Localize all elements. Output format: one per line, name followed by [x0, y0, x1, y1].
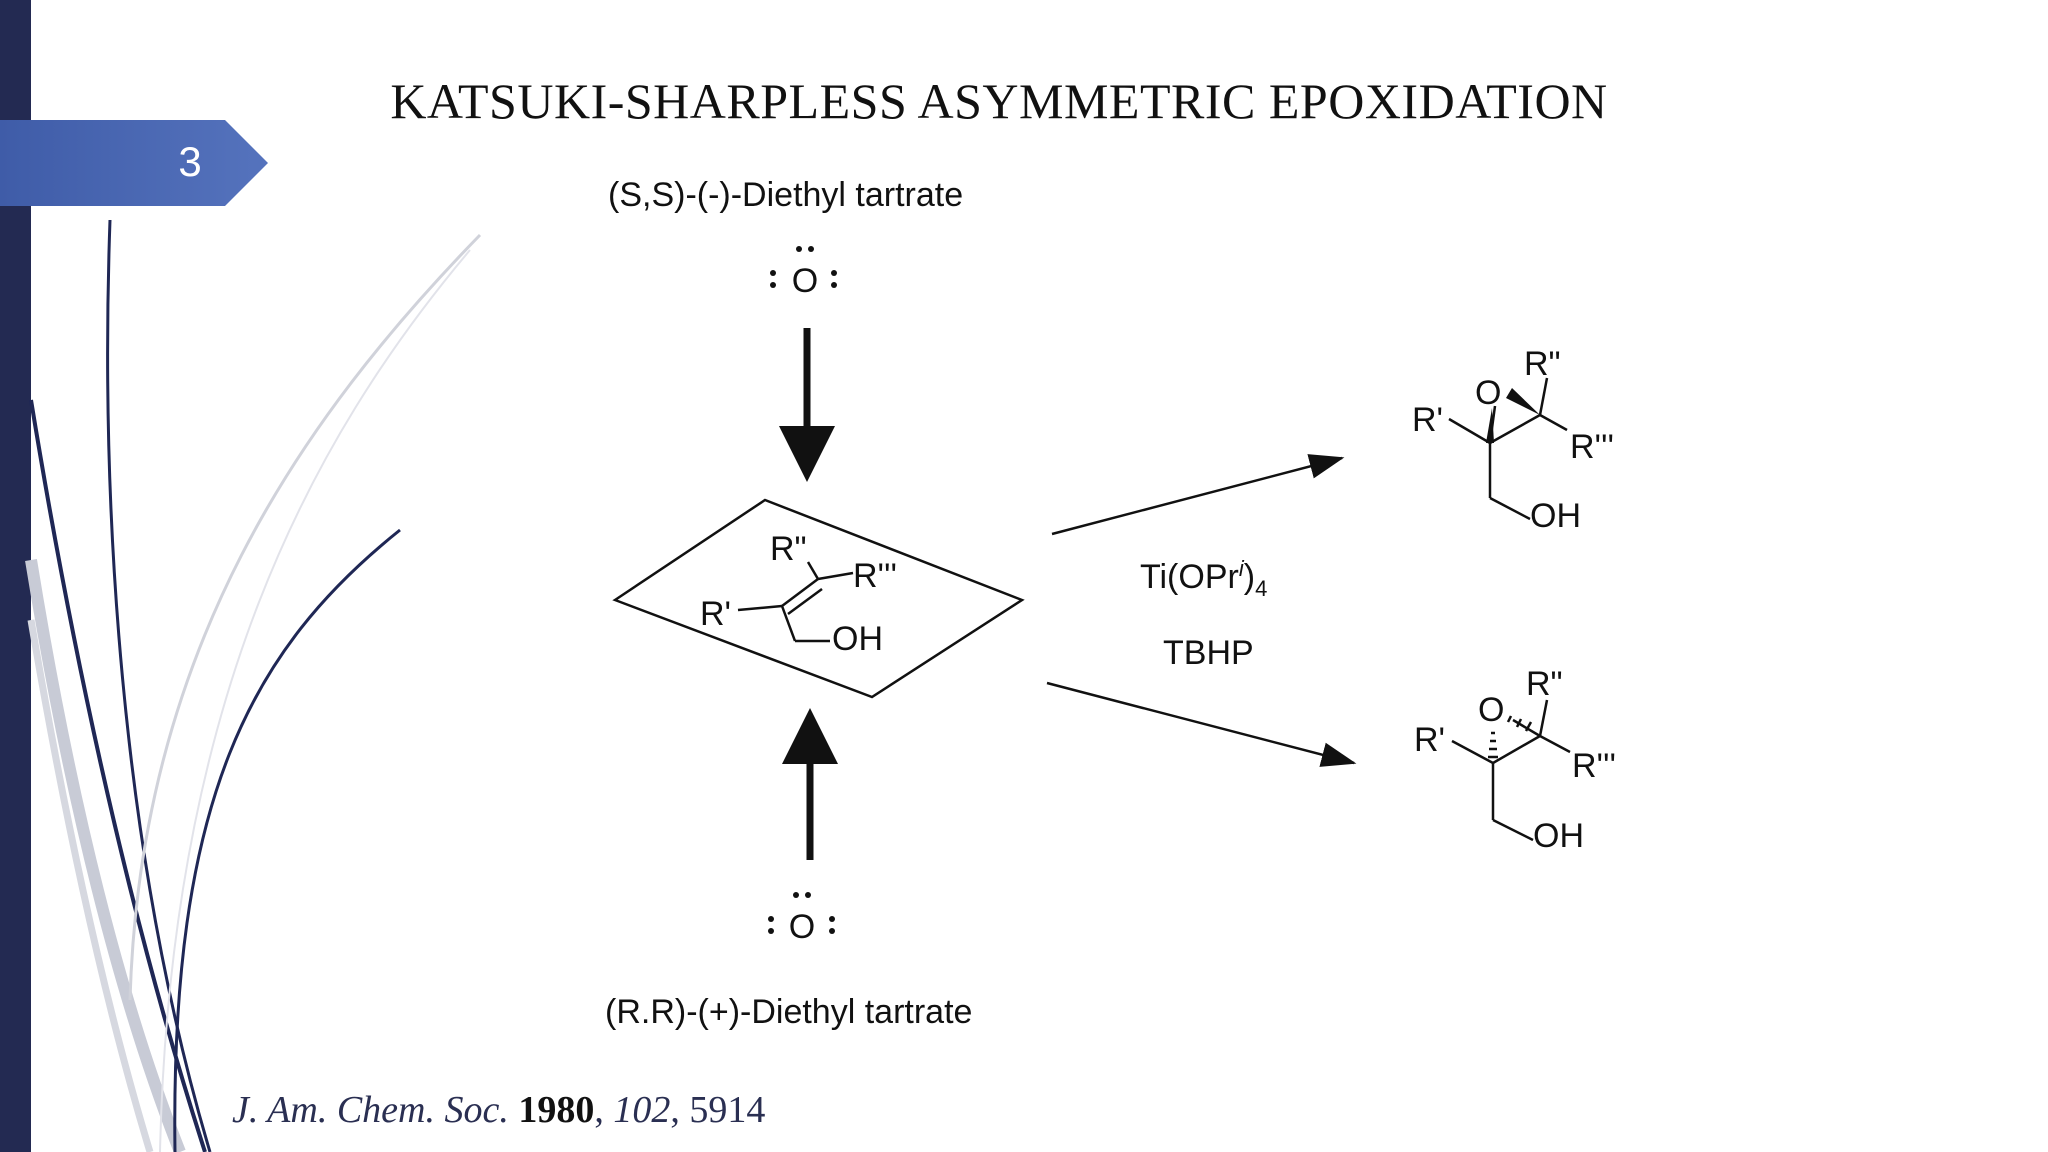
top-oxygen-lone-pairs: O	[770, 246, 837, 300]
substrate-r1: R'	[700, 595, 731, 633]
arrow-to-bottom-product	[1046, 681, 1357, 767]
top-product-r1: R'	[1412, 401, 1443, 439]
reference-page: 5914	[689, 1089, 766, 1131]
bottom-product-r1: R'	[1414, 721, 1445, 759]
bottom-product-o: O	[1478, 691, 1504, 729]
top-product-r2: R"	[1524, 345, 1561, 383]
journal-reference: J. Am. Chem. Soc. 1980, 102, 5914	[232, 1089, 766, 1131]
bottom-product-r2: R"	[1526, 665, 1563, 703]
arrow-to-top-product	[1051, 454, 1345, 536]
bottom-product-r3: R'''	[1572, 747, 1616, 785]
top-reagent-label: (S,S)-(-)-Diethyl tartrate	[608, 176, 964, 214]
substrate-r2: R"	[770, 530, 807, 568]
catalyst-text: Ti(OPri)4	[1140, 556, 1267, 601]
bottom-product-oh: OH	[1533, 817, 1584, 855]
substrate-diamond	[612, 498, 1025, 699]
top-product-r3: R'''	[1570, 428, 1614, 466]
reference-volume: 102	[613, 1089, 671, 1131]
allylic-alcohol: R' R" R''' OH	[700, 530, 897, 658]
substrate-r3: R'''	[853, 557, 897, 595]
slide-title: KATSUKI-SHARPLESS ASYMMETRIC EPOXIDATION	[0, 72, 2048, 130]
oxidant-text: TBHP	[1163, 634, 1254, 672]
bottom-reagent-label: (R.R)-(+)-Diethyl tartrate	[605, 993, 973, 1031]
slide-title-text: KATSUKI-SHARPLESS ASYMMETRIC EPOXIDATION	[390, 73, 1608, 129]
bottom-oxygen-lone-pairs: O	[768, 892, 835, 946]
top-oxygen-symbol: O	[792, 262, 818, 300]
top-product-oh: OH	[1530, 497, 1581, 535]
bottom-epoxide-product: O R' R" R''' OH	[1414, 665, 1616, 855]
reference-journal: J. Am. Chem. Soc.	[232, 1089, 509, 1131]
page-number-tab	[0, 120, 268, 206]
top-product-o: O	[1475, 374, 1501, 412]
top-epoxide-product: O R' R" R''' OH	[1412, 345, 1614, 535]
page-number: 3	[178, 138, 202, 185]
decorative-curves	[25, 219, 482, 1152]
reference-year: 1980	[518, 1089, 595, 1131]
bottom-oxygen-symbol: O	[789, 908, 815, 946]
substrate-oh: OH	[832, 620, 883, 658]
